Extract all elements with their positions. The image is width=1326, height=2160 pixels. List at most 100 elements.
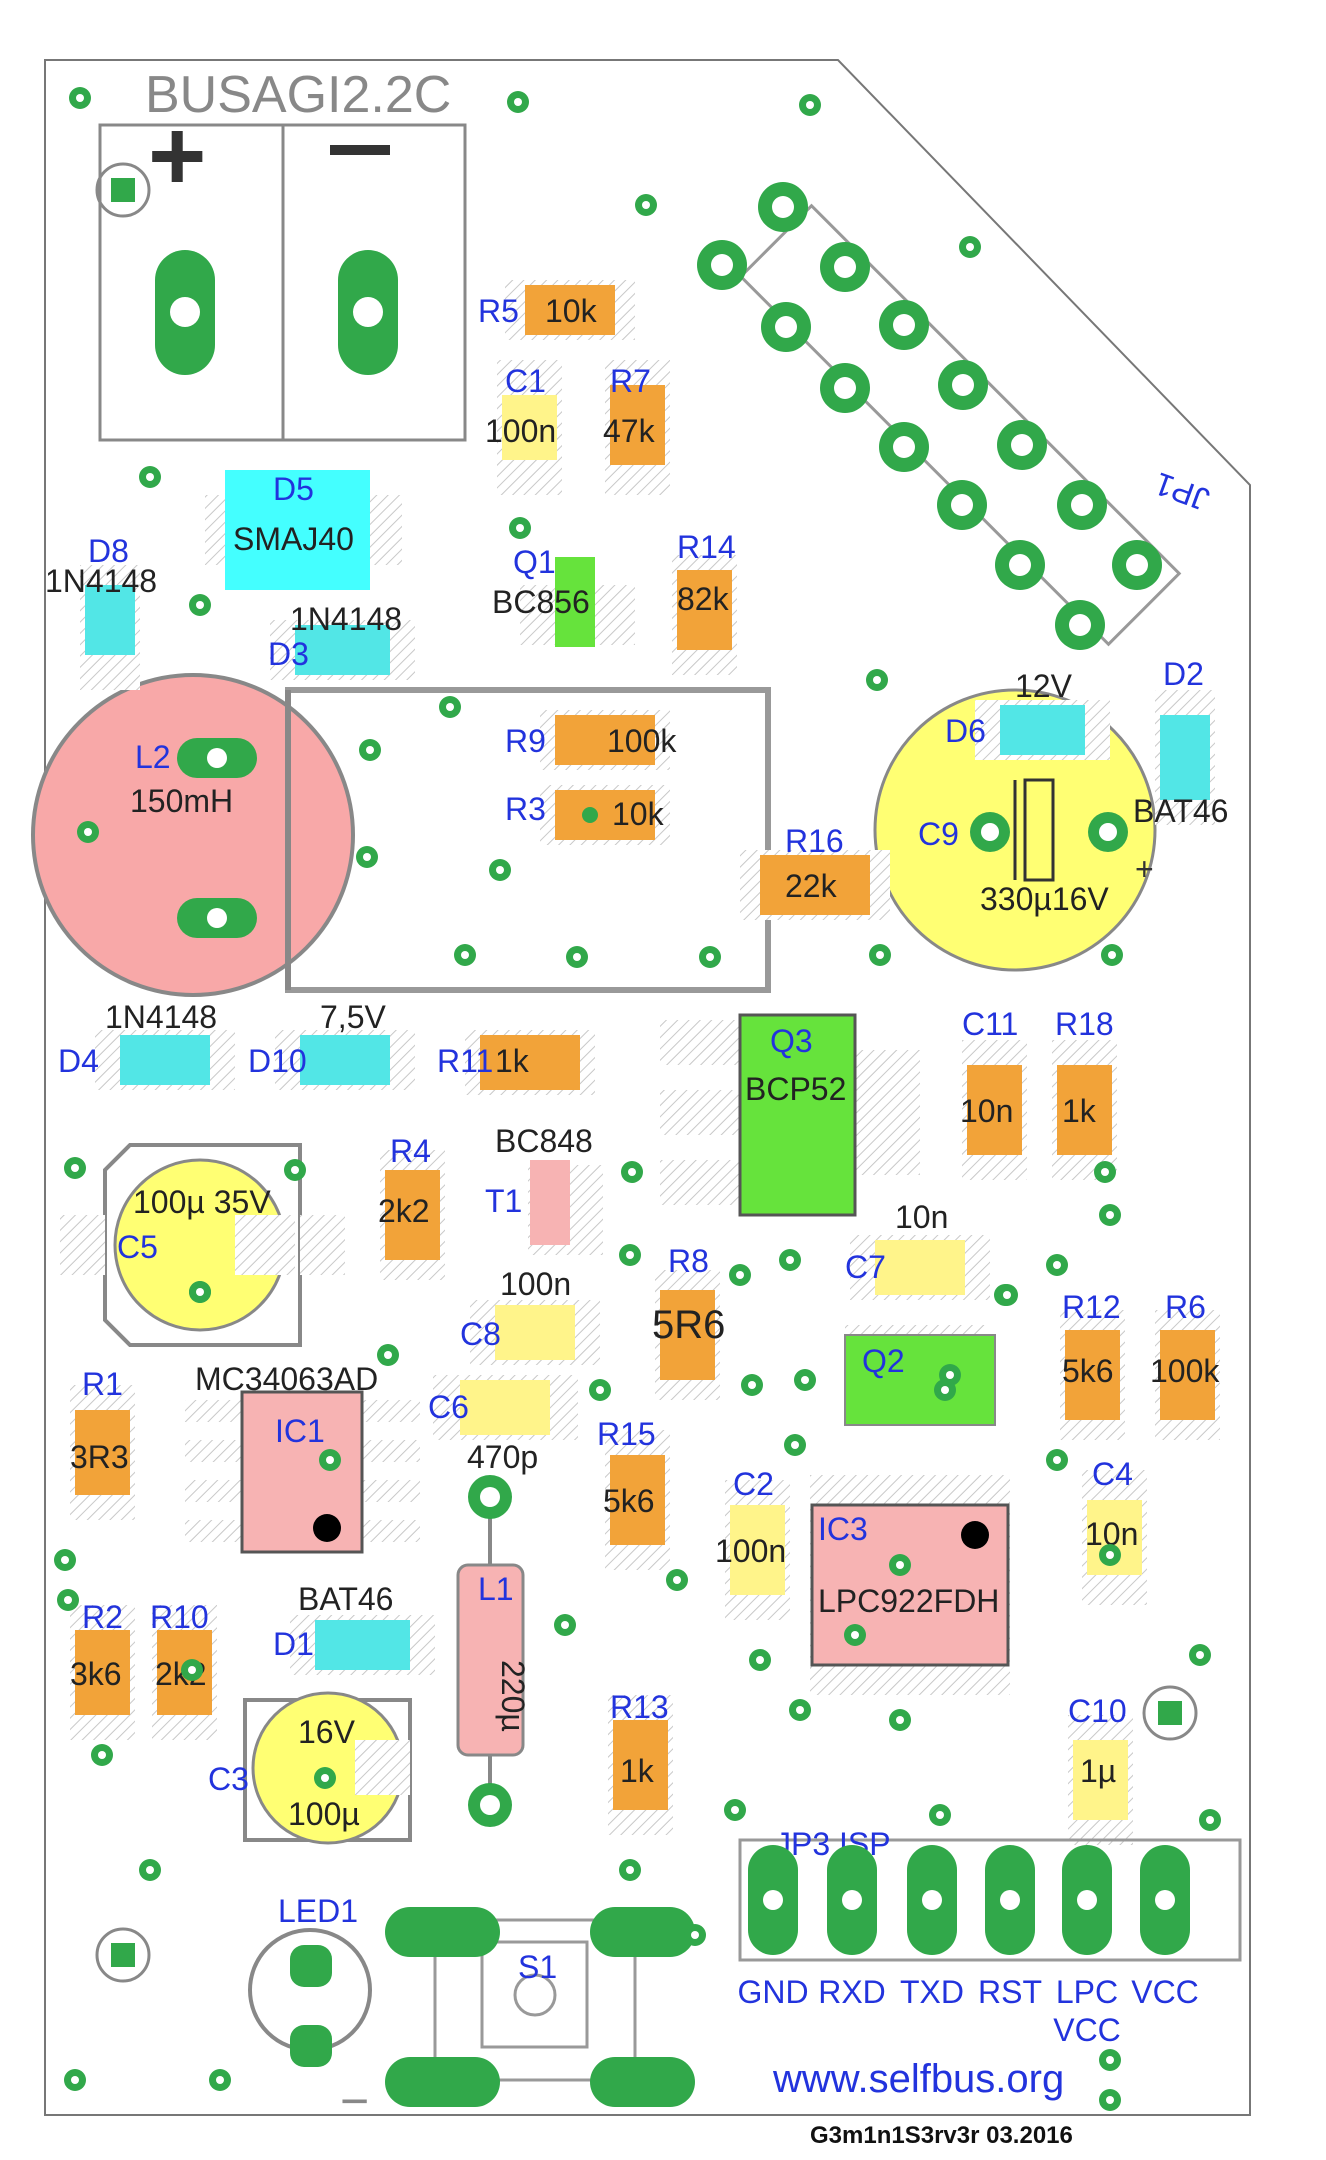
r18-ref: R18 bbox=[1055, 1006, 1114, 1042]
led1: LED1 − bbox=[248, 1893, 372, 2129]
d8-diode: D8 1N4148 bbox=[45, 533, 157, 690]
via-hole bbox=[1206, 1816, 1214, 1824]
s1-switch: S1 bbox=[385, 1907, 695, 2107]
r1-ref: R1 bbox=[82, 1366, 123, 1402]
r12-value: 5k6 bbox=[1062, 1353, 1114, 1389]
via-hole bbox=[196, 1288, 204, 1296]
c4-capacitor: C4 10n bbox=[1082, 1456, 1147, 1605]
d8-ref: D8 bbox=[88, 533, 129, 569]
via-hole bbox=[366, 746, 374, 754]
d3-diode: 1N4148 D3 bbox=[268, 601, 415, 680]
c9-plus: + bbox=[1135, 851, 1154, 887]
isp-pin-label: RXD bbox=[818, 1974, 886, 2010]
via-hole bbox=[1196, 1651, 1204, 1659]
isp-pad-hole bbox=[1155, 1890, 1175, 1910]
c11-capacitor: C11 10n bbox=[960, 1006, 1027, 1180]
c4-ref: C4 bbox=[1092, 1456, 1133, 1492]
d8-value: 1N4148 bbox=[45, 563, 157, 599]
c7-ref: C7 bbox=[845, 1249, 886, 1285]
d6-diode: 12V D6 bbox=[945, 668, 1110, 760]
via-hole bbox=[786, 1256, 794, 1264]
l2-inductor: L2 150mH bbox=[31, 673, 771, 997]
via-hole bbox=[146, 1866, 154, 1874]
jp1-pad-hole bbox=[711, 254, 733, 276]
d10-value: 7,5V bbox=[320, 999, 386, 1035]
d10-ref: D10 bbox=[248, 1043, 307, 1079]
isp-pad-hole bbox=[1077, 1890, 1097, 1910]
isp-pin-label: LPC bbox=[1056, 1974, 1118, 2010]
via-hole bbox=[691, 1931, 699, 1939]
l2-ref: L2 bbox=[135, 739, 171, 775]
isp-pin-label: GND bbox=[737, 1974, 808, 2010]
vias bbox=[54, 87, 1221, 2111]
isp-pin-label: VCC bbox=[1053, 2012, 1121, 2048]
via-hole bbox=[64, 1596, 72, 1604]
q3-transistor: Q3 BCP52 bbox=[660, 1013, 920, 1217]
jp1-header: JP1 bbox=[697, 182, 1214, 650]
via-hole bbox=[731, 1806, 739, 1814]
r11-ref: R11 bbox=[437, 1043, 493, 1079]
r9-resistor: R9 100k bbox=[505, 710, 677, 770]
r3-resistor: R3 10k bbox=[505, 785, 670, 845]
via-hole bbox=[561, 1621, 569, 1629]
c11-value: 10n bbox=[960, 1093, 1013, 1129]
r15-resistor: R15 5k6 bbox=[597, 1416, 670, 1570]
via-hole bbox=[851, 1631, 859, 1639]
via-hole bbox=[514, 98, 522, 106]
via-hole bbox=[896, 1561, 904, 1569]
l2-value: 150mH bbox=[130, 783, 233, 819]
via-hole bbox=[896, 1716, 904, 1724]
via-hole bbox=[1106, 1551, 1114, 1559]
c1-value: 100n bbox=[485, 413, 556, 449]
via-hole bbox=[748, 1381, 756, 1389]
t1-ref: T1 bbox=[485, 1183, 522, 1219]
c7-value: 10n bbox=[895, 1199, 948, 1235]
jp1-pad-hole bbox=[834, 377, 856, 399]
isp-pin-label: RST bbox=[978, 1974, 1042, 2010]
via-hole bbox=[801, 1376, 809, 1384]
r9-ref: R9 bbox=[505, 723, 546, 759]
via-hole bbox=[626, 1251, 634, 1259]
d1-diode: BAT46 D1 bbox=[273, 1581, 435, 1675]
s1-ref: S1 bbox=[518, 1949, 557, 1985]
c10-value: 1µ bbox=[1080, 1753, 1116, 1789]
r2-value: 3k6 bbox=[70, 1656, 122, 1692]
mounting-holes bbox=[95, 162, 1198, 1983]
via-hole bbox=[1053, 1261, 1061, 1269]
via-hole bbox=[1053, 1456, 1061, 1464]
c3-value2: 100µ bbox=[288, 1796, 360, 1832]
r14-ref: R14 bbox=[677, 529, 736, 565]
r13-resistor: R13 1k bbox=[608, 1689, 673, 1835]
c2-value: 100n bbox=[715, 1533, 786, 1569]
l1-inductor: L1 220µ bbox=[456, 1475, 531, 1827]
r7-resistor: R7 47k bbox=[603, 360, 670, 495]
jp1-pad-hole bbox=[951, 494, 973, 516]
via-hole bbox=[736, 1271, 744, 1279]
c8-value: 100n bbox=[500, 1266, 571, 1302]
jp1-pad-hole bbox=[893, 314, 915, 336]
via-hole bbox=[363, 853, 371, 861]
c11-ref: C11 bbox=[962, 1006, 1018, 1042]
via-hole bbox=[1003, 1291, 1011, 1299]
via-hole bbox=[71, 1164, 79, 1172]
r4-ref: R4 bbox=[390, 1133, 431, 1169]
d5-ref: D5 bbox=[273, 471, 314, 507]
d2-diode: D2 BAT46 bbox=[1133, 656, 1228, 829]
isp-pad-hole bbox=[922, 1890, 942, 1910]
isp-pad-hole bbox=[763, 1890, 783, 1910]
via-hole bbox=[98, 1751, 106, 1759]
isp-pin-label: TXD bbox=[900, 1974, 964, 2010]
r14-resistor: R14 82k bbox=[672, 529, 737, 675]
c8-capacitor: 100n C8 bbox=[460, 1266, 600, 1365]
c8-ref: C8 bbox=[460, 1316, 501, 1352]
c9-ref: C9 bbox=[918, 816, 959, 852]
d5-tvs: D5 SMAJ40 bbox=[205, 470, 402, 590]
via-hole bbox=[188, 1666, 196, 1674]
via-hole bbox=[291, 1166, 299, 1174]
led1-ref: LED1 bbox=[278, 1893, 358, 1929]
r9-value: 100k bbox=[607, 723, 677, 759]
c2-ref: C2 bbox=[733, 1466, 774, 1502]
via-hole bbox=[673, 1576, 681, 1584]
